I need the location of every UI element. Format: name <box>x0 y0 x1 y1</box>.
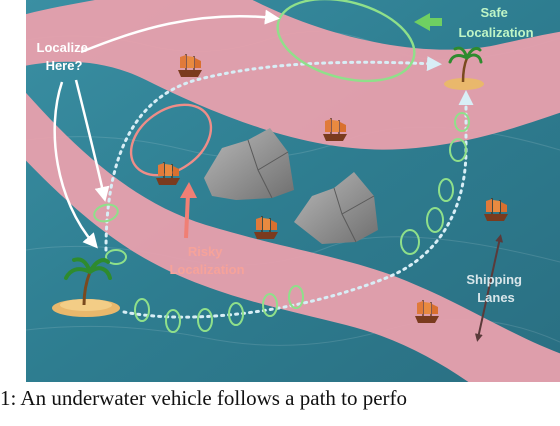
label-shipping-line1: Shipping <box>466 272 522 287</box>
svg-text:Localize Here?: Localize Here? <box>37 40 92 73</box>
svg-text:Safe Localization: Safe Localization <box>458 5 533 40</box>
safe-localization-arrow <box>414 13 442 31</box>
island-icon <box>444 46 484 90</box>
svg-text:Shipping Lanes: Shipping Lanes <box>466 272 525 305</box>
label-localize-line1: Localize <box>37 40 88 55</box>
label-localize-line2: Here? <box>46 58 83 73</box>
rock-icon <box>294 172 378 244</box>
label-risky-line2: Localization <box>169 262 244 277</box>
island-icon <box>52 257 120 317</box>
label-safe-line2: Localization <box>458 25 533 40</box>
figure-caption: 1: An underwater vehicle follows a path … <box>0 386 408 410</box>
vehicle-path-alt <box>104 56 442 252</box>
vehicle-path <box>122 90 474 319</box>
label-safe-line1: Safe <box>480 5 507 20</box>
label-shipping-line2: Lanes <box>477 290 515 305</box>
localization-figure: Localize Here? Safe Localization Risky L… <box>26 0 560 382</box>
shipping-lanes-arrow <box>474 234 504 342</box>
label-risky-line1: Risky <box>188 244 223 259</box>
svg-text:Risky Localization: Risky Localization <box>169 244 244 277</box>
shipping-lane-upper <box>26 0 560 150</box>
localize-here-arrows <box>53 9 280 249</box>
risky-localization-arrow <box>180 182 197 239</box>
risky-localization-ellipse <box>129 103 213 177</box>
rock-icon <box>204 128 294 200</box>
